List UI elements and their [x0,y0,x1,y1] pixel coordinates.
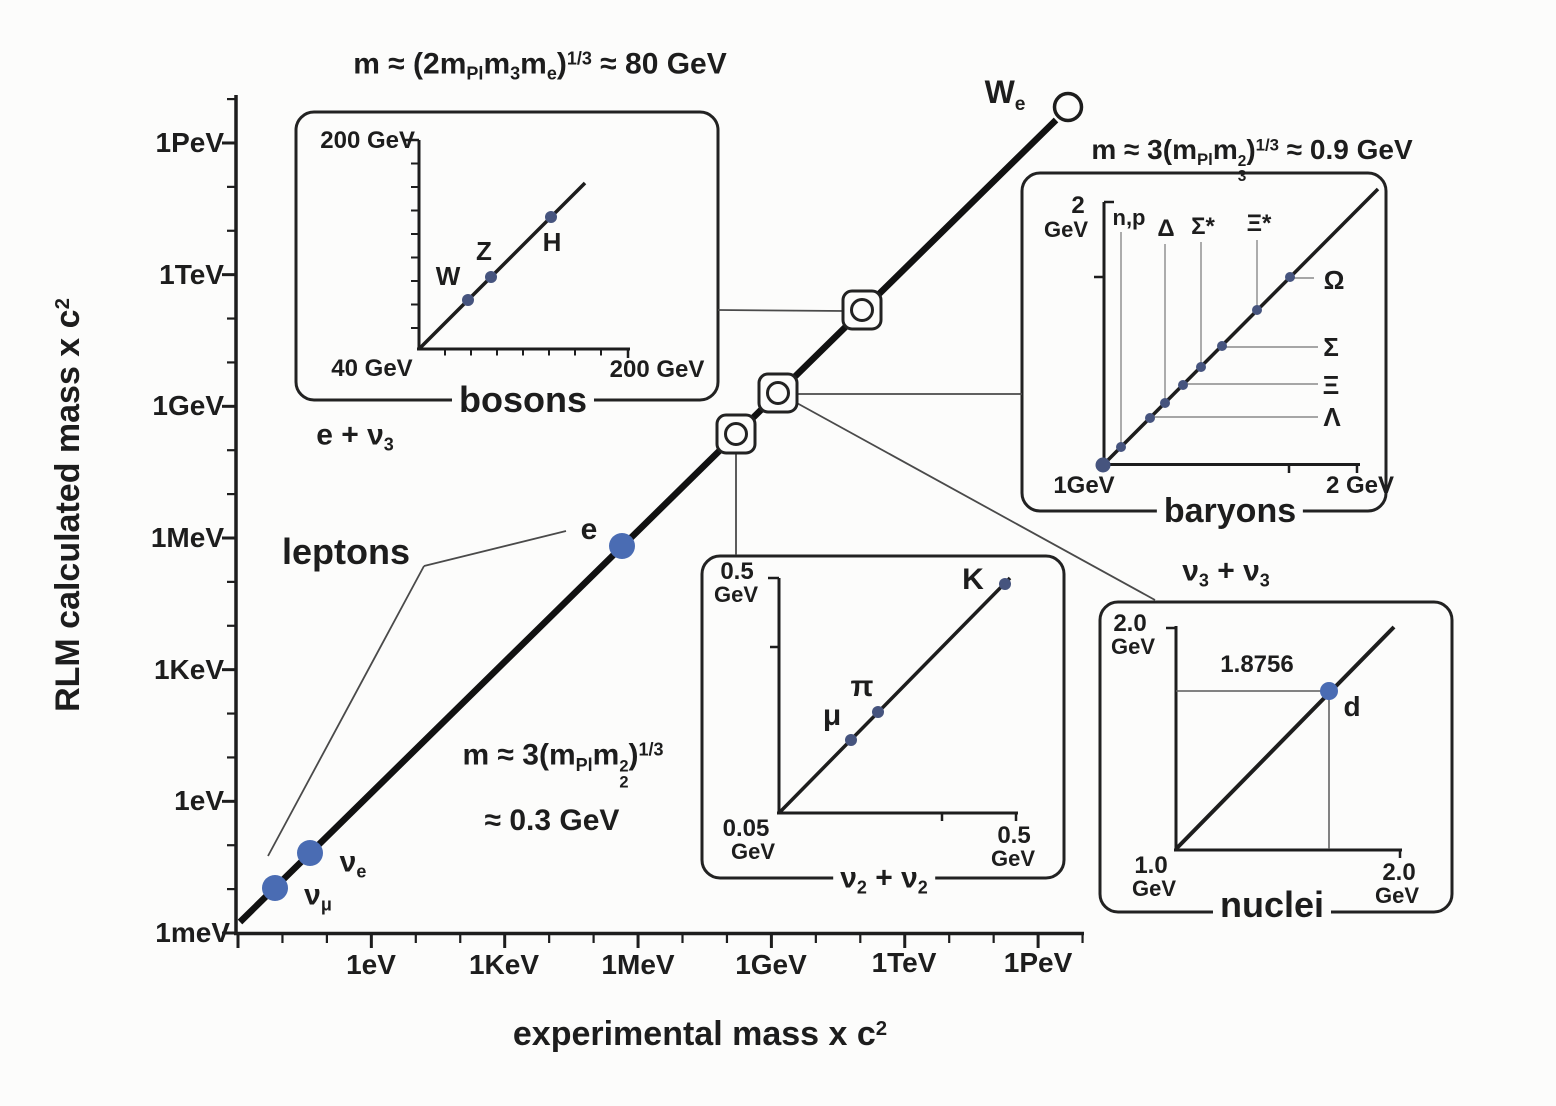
nuclei-inset-graphics [1166,625,1402,858]
baryons-ytop-unit: GeV [1043,217,1089,242]
baryons-inset-graphics [1094,187,1380,473]
x-tick-1gev: 1GeV [735,949,807,980]
x-tick-1mev: 1MeV [601,949,675,980]
bosons-point-z [485,271,497,283]
mesons-line [777,576,1012,815]
bosons-inset-title: bosons [451,382,595,418]
mesons-point-mu [845,734,857,746]
x-tick-1tev: 1TeV [871,947,937,978]
x-tick-1kev: 1KeV [468,949,540,980]
y-tick-1ev: 1eV [174,785,224,816]
baryons-xright-label: 2 GeV [1325,472,1395,499]
bosons-inset-graphics [403,138,630,358]
y-axis-title: RLM calculated mass x c2 [49,298,87,712]
nuclei-xleft-unit: GeV [1131,876,1177,901]
connector-leptons-nu [267,565,425,857]
zoom-marker-baryons [757,372,799,414]
baryons-delta-label: Δ [1157,215,1175,242]
e-label: e [580,513,598,546]
bosons-w-label: W [435,261,461,291]
nuclei-d-label: d [1343,691,1361,722]
point-nu-e [297,840,323,866]
mesons-xright-num: 0.5 [997,822,1031,849]
connector-nuclei [794,401,1156,601]
mesons-xright-unit: GeV [990,846,1036,871]
nuclei-ytop-unit: GeV [1110,634,1156,659]
bosons-line [417,181,587,351]
baryons-xleft-label: 1GeV [1053,472,1115,499]
mesons-pi-label: π [850,670,874,703]
mesons-inset-graphics [768,576,1018,821]
y-tick-1tev: 1TeV [159,259,224,290]
bosons-formula: m ≈ (2mPlm3me)1/3 ≈ 80 GeV [353,47,727,84]
nuclei-xleft-num: 1.0 [1134,852,1168,879]
mesons-ytop-num: 0.5 [720,558,754,585]
mesons-formula-line2: ≈ 0.3 GeV [484,804,620,837]
mesons-point-k [999,578,1011,590]
nuclei-guide-lines [1176,690,1330,849]
baryons-omega-label: Ω [1323,265,1345,295]
connector-bosons [717,309,846,312]
mesons-point-pi [872,706,884,718]
mesons-mu-label: μ [822,699,842,732]
identity-line [237,117,1059,925]
nuclei-xright-num: 2.0 [1382,859,1416,886]
bosons-h-label: H [542,227,562,257]
zoom-marker-bosons [841,289,883,331]
nu3-plus-nu3-label: ν3 + ν3 [1182,554,1270,591]
we-label: We [984,74,1026,115]
zoom-marker-mesons [715,413,757,455]
point-we-open-circle [1052,91,1084,123]
baryons-guide-lines [1120,232,1318,446]
bosons-z-label: Z [476,236,492,266]
baryons-np-label: n,p [1112,205,1146,230]
point-e [609,533,635,559]
baryons-points [1095,272,1295,473]
nuclei-ytop-num: 2.0 [1113,610,1147,637]
axis-ticks [222,97,1084,948]
mesons-xleft-num: 0.05 [722,815,770,842]
y-tick-1pev: 1PeV [155,127,225,158]
leptons-label: leptons [281,531,411,572]
nuclei-inset-title: nuclei [1212,887,1332,923]
point-nu-mu [262,875,288,901]
baryons-sigma-label: Σ [1323,332,1339,362]
connector-leptons-e [423,530,567,567]
x-axis-title: experimental mass x c2 [512,1015,888,1053]
y-tick-1gev: 1GeV [152,390,224,421]
mesons-inset-title: ν2 + ν2 [833,863,935,897]
baryons-xi-star-label: Ξ* [1246,210,1272,237]
nu-e-label: νe [339,845,367,882]
e-plus-nu3-label: e + ν3 [316,418,394,455]
bosons-xleft-label: 40 GeV [331,355,413,382]
nuclei-xright-unit: GeV [1374,883,1420,908]
y-tick-1kev: 1KeV [153,654,224,685]
mesons-xleft-unit: GeV [730,839,776,864]
y-tick-1mev-milli: 1meV [155,917,230,948]
baryons-inset-title: baryons [1156,494,1304,528]
nu-mu-label: νμ [304,878,332,915]
nuclei-point-d [1320,682,1338,700]
mesons-k-label: K [962,563,984,596]
baryons-sigma-star-label: Σ* [1191,213,1215,240]
x-tick-1pev: 1PeV [1003,947,1073,978]
connector-lines [267,309,1156,857]
baryons-xi-label: Ξ [1322,370,1340,400]
y-tick-1mev: 1MeV [150,522,224,553]
bosons-point-h [545,211,557,223]
bosons-point-w [462,294,474,306]
bosons-ytop-label: 200 GeV [320,127,415,154]
nuclei-annotation-18756: 1.8756 [1220,651,1294,678]
nuclei-line [1174,625,1396,851]
baryons-ytop-num: 2 [1071,192,1085,219]
mesons-ytop-unit: GeV [713,582,759,607]
baryons-lambda-label: Λ [1323,402,1341,432]
bosons-xright-label: 200 GeV [609,356,705,383]
x-tick-1ev: 1eV [346,949,396,980]
